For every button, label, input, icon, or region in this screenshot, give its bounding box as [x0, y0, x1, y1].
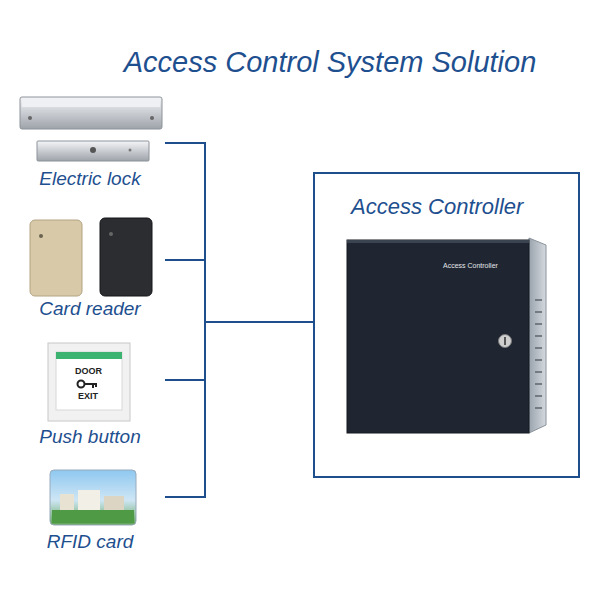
card-building: [60, 494, 74, 510]
button-green-bar: [56, 352, 122, 359]
screw: [28, 116, 32, 120]
screw: [129, 149, 132, 152]
cabinet-vents: [535, 300, 542, 408]
card-reader-black: [100, 218, 152, 296]
cabinet-lock-slot: [504, 337, 506, 345]
device-item: Electric lock: [15, 92, 165, 192]
bus-connector: [165, 322, 313, 380]
card-building: [78, 490, 100, 510]
rfid-card: [50, 470, 136, 525]
maglock-body: [20, 97, 162, 129]
screw: [150, 116, 154, 120]
bus-connector: [165, 322, 313, 497]
device-caption: Card reader: [39, 298, 140, 320]
controller-box: Access Controller: [313, 172, 580, 478]
cabinet-edge: [347, 240, 529, 243]
device-label: Access Controller: [443, 262, 498, 269]
screw: [90, 147, 96, 153]
reader-led: [109, 232, 113, 236]
device-item: RFID card: [15, 465, 165, 555]
button-text: DOOR: [75, 366, 102, 376]
diagram-title: Access Control System Solution: [60, 46, 600, 79]
cabinet-side: [529, 238, 546, 433]
reader-led: [39, 234, 43, 238]
button-face: [56, 352, 122, 410]
bus-connector: [165, 260, 313, 322]
key-icon: [85, 384, 98, 388]
key-icon: [78, 381, 85, 388]
maglock-top: [22, 99, 160, 107]
armature-plate: [37, 141, 149, 161]
device-caption: Electric lock: [39, 168, 140, 190]
device-item: Card reader: [15, 212, 165, 322]
cabinet-front: [347, 240, 529, 433]
card-building: [104, 496, 124, 510]
box-heading: Access Controller: [351, 194, 523, 220]
cabinet-lock: [499, 335, 512, 348]
device-caption: RFID card: [47, 531, 134, 553]
card-reader-beige: [30, 220, 82, 296]
button-plate: [48, 343, 130, 421]
button-text: EXIT: [78, 391, 98, 401]
bus-connector: [165, 143, 313, 322]
device-caption: Push button: [39, 426, 140, 448]
card-field: [52, 510, 134, 523]
